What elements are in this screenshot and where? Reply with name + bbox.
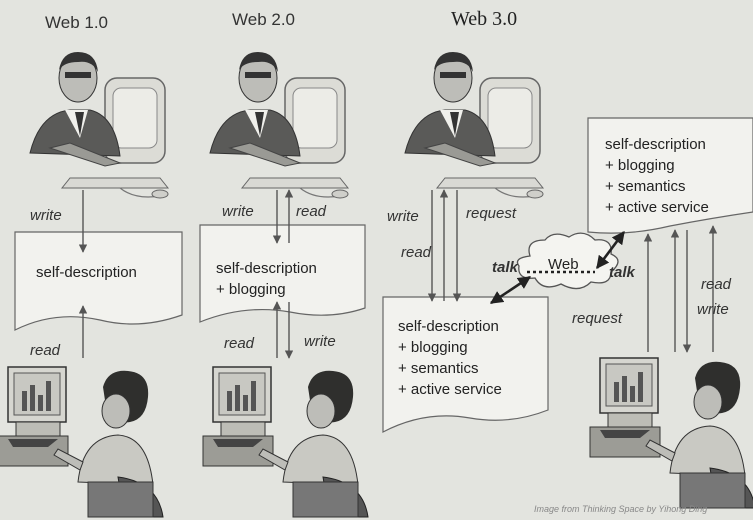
doc-line: + active service xyxy=(605,199,709,216)
doc-line: + blogging xyxy=(216,281,286,298)
web3-right-request-label: request xyxy=(572,310,623,327)
doc-line: + blogging xyxy=(605,157,675,174)
web3-right-document-text: self-description + blogging + semantics … xyxy=(605,134,709,218)
web1-write-label: write xyxy=(30,207,62,224)
businessman-at-computer-icon xyxy=(29,51,169,199)
woman-at-computer-icon xyxy=(0,366,164,518)
web2-read-top-label: read xyxy=(296,203,327,220)
web3-write-label: write xyxy=(387,208,419,225)
web3-cloud-label: Web xyxy=(548,256,579,273)
doc-line: self-description xyxy=(216,260,317,277)
web2-document-text: self-description + blogging xyxy=(216,258,317,300)
web1-read-label: read xyxy=(30,342,61,359)
web3-talk-right-arrow xyxy=(595,230,626,270)
web3-left-document-text: self-description + blogging + semantics … xyxy=(398,316,502,400)
businessman-at-computer-icon xyxy=(404,51,544,199)
doc-line: + active service xyxy=(398,381,502,398)
web3-talk-left-label: talk xyxy=(492,259,518,276)
web3-request-label: request xyxy=(466,205,517,222)
doc-line: self-description xyxy=(398,318,499,335)
woman-at-computer-icon xyxy=(202,366,369,518)
web1-title: Web 1.0 xyxy=(45,13,109,32)
woman-at-computer-icon xyxy=(589,357,753,509)
web3-right-write-label: write xyxy=(697,301,729,318)
web3-read-label: read xyxy=(401,244,432,261)
doc-line: + blogging xyxy=(398,339,468,356)
doc-line: self-description xyxy=(605,136,706,153)
image-credit: Image from Thinking Space by Yihong Ding xyxy=(534,504,708,514)
web3-talk-right-label: talk xyxy=(609,264,635,281)
web2-title: Web 2.0 xyxy=(232,10,296,29)
web2-read-bottom-label: read xyxy=(224,335,255,352)
web3-title: Web 3.0 xyxy=(451,8,518,30)
businessman-at-computer-icon xyxy=(209,51,349,199)
doc-line: + semantics xyxy=(398,360,479,377)
doc-line: + semantics xyxy=(605,178,686,195)
doc-line: self-description xyxy=(36,264,137,281)
web1-document-shape xyxy=(14,231,183,331)
web3-talk-left-arrow xyxy=(489,275,532,305)
web2-write-top-label: write xyxy=(222,203,254,220)
web1-document-text: self-description xyxy=(36,262,137,283)
web2-write-bottom-label: write xyxy=(304,333,336,350)
web3-left-document-shape xyxy=(382,296,549,433)
web2-document-shape xyxy=(199,224,366,323)
web3-right-read-label: read xyxy=(701,276,732,293)
